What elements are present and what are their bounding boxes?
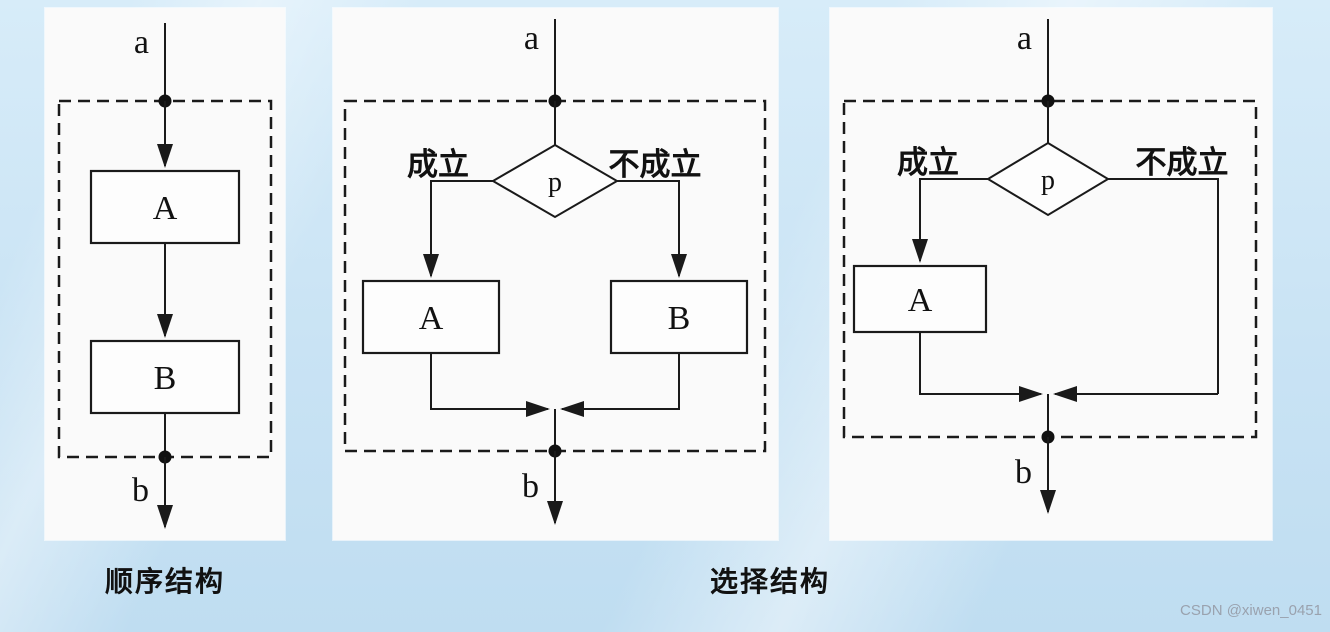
true-branch-connector bbox=[912, 178, 988, 263]
caption-selection-structure: 选择结构 bbox=[709, 566, 830, 597]
false-branch-label: 不成立 bbox=[609, 147, 702, 182]
merge-connector-left bbox=[919, 332, 1043, 402]
sequence-flowchart: a A B b bbox=[57, 23, 273, 529]
false-branch-connector bbox=[617, 180, 687, 278]
process-a-label: A bbox=[419, 300, 444, 337]
process-box-a bbox=[361, 279, 501, 355]
false-branch-connector bbox=[1108, 178, 1219, 394]
exit-point-label: b bbox=[522, 468, 539, 505]
true-branch-label: 成立 bbox=[407, 147, 469, 182]
condition-diamond bbox=[986, 141, 1110, 217]
merge-connector-right bbox=[560, 353, 680, 417]
condition-label: p bbox=[1041, 165, 1055, 196]
process-box-a bbox=[852, 264, 988, 334]
condition-diamond bbox=[491, 143, 619, 219]
entry-point-label: a bbox=[1017, 20, 1032, 57]
watermark-text: CSDN @xiwen_0451 bbox=[1180, 602, 1322, 619]
process-b-label: B bbox=[668, 300, 691, 337]
selection-single-branch-panel: a p 成立 不成立 A b bbox=[830, 8, 1272, 540]
exit-point-label: b bbox=[1015, 454, 1032, 491]
false-branch-label: 不成立 bbox=[1136, 145, 1229, 180]
process-box-b bbox=[609, 279, 749, 355]
caption-sequence-structure: 顺序结构 bbox=[104, 566, 225, 597]
true-branch-label: 成立 bbox=[897, 145, 959, 180]
merge-connector-left bbox=[430, 353, 550, 417]
selection-two-branch-flowchart: a p 成立 不成立 A B b bbox=[343, 19, 767, 525]
true-branch-connector bbox=[423, 180, 493, 278]
entry-point-label: a bbox=[524, 20, 539, 57]
process-b-label: B bbox=[154, 360, 177, 397]
exit-point-label: b bbox=[132, 472, 149, 509]
entry-point-label: a bbox=[134, 24, 149, 61]
selection-two-branch-panel: a p 成立 不成立 A B b bbox=[333, 8, 778, 540]
process-a-label: A bbox=[153, 190, 178, 227]
selection-single-branch-flowchart: a p 成立 不成立 A b bbox=[842, 19, 1258, 514]
process-a-label: A bbox=[908, 282, 933, 319]
process-box-b bbox=[89, 339, 241, 415]
condition-label: p bbox=[548, 167, 562, 198]
sequence-diagram-panel: a A B b bbox=[45, 8, 285, 540]
process-box-a bbox=[89, 169, 241, 245]
